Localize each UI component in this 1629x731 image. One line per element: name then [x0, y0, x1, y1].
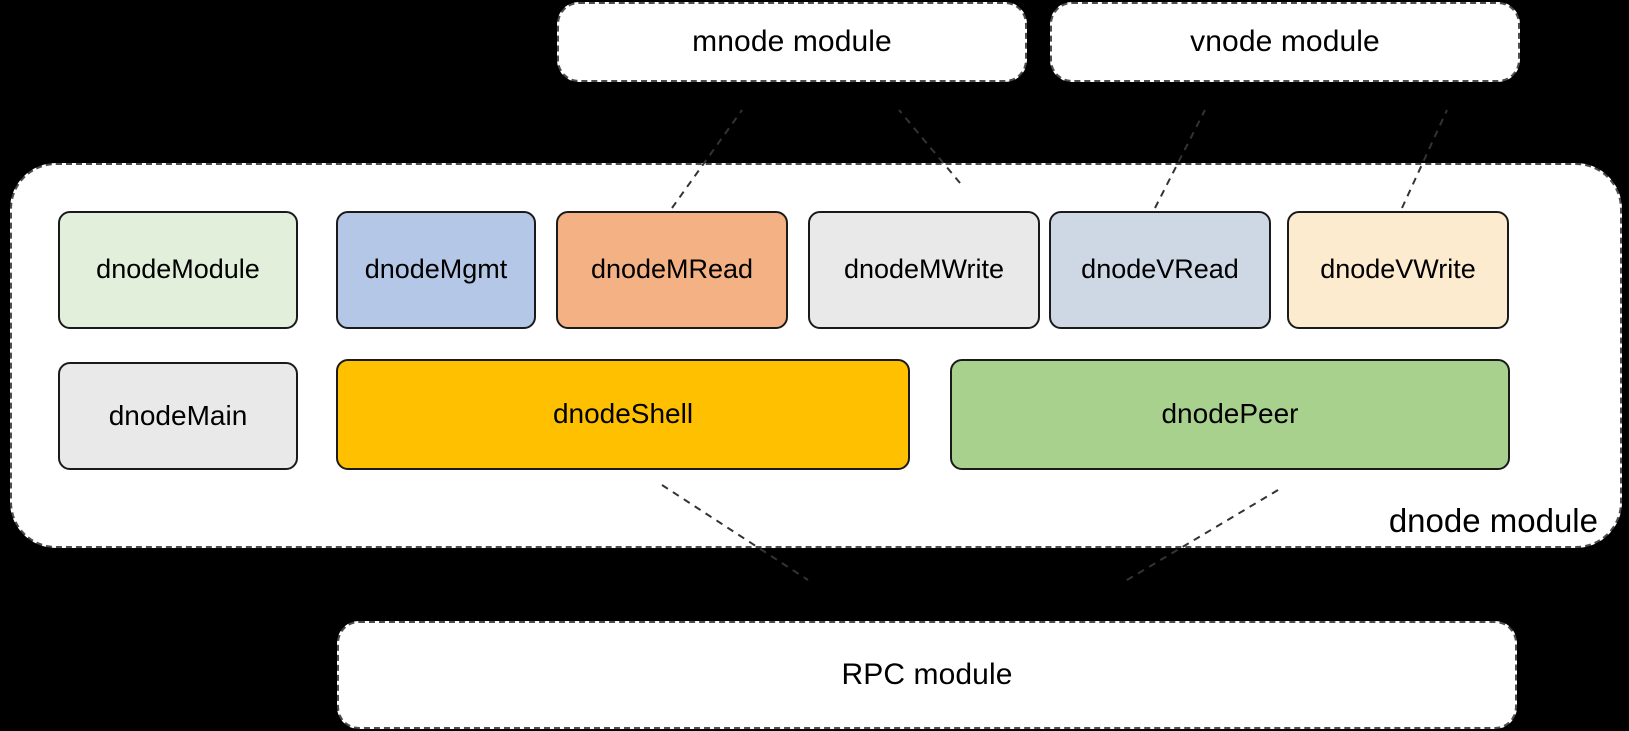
rpc-module-label: RPC module: [841, 658, 1013, 691]
node-box-label: dnodeVRead: [1081, 254, 1239, 285]
node-box-label: dnodeMain: [108, 399, 248, 431]
mnode-module-box: mnode module: [557, 2, 1027, 82]
node-box-label: dnodePeer: [1161, 398, 1299, 430]
vnode-module-box: vnode module: [1050, 2, 1520, 82]
node-box-label: dnodeMgmt: [364, 254, 508, 285]
node-box-label: dnodeMRead: [590, 254, 754, 285]
node-box-dnodevwrite[interactable]: dnodeVWrite: [1287, 211, 1509, 329]
node-box-label: dnodeModule: [96, 254, 260, 285]
node-box-label: dnodeMWrite: [843, 254, 1005, 285]
vnode-module-label: vnode module: [1190, 25, 1380, 58]
mnode-module-label: mnode module: [692, 25, 892, 58]
node-box-dnodeshell[interactable]: dnodeShell: [336, 359, 910, 470]
node-box-dnodevread[interactable]: dnodeVRead: [1049, 211, 1271, 329]
rpc-module-box: RPC module: [337, 621, 1517, 729]
node-box-dnodemain[interactable]: dnodeMain: [58, 362, 298, 470]
node-box-dnodemodule[interactable]: dnodeModule: [58, 211, 298, 329]
node-box-dnodemread[interactable]: dnodeMRead: [556, 211, 788, 329]
node-box-dnodepeer[interactable]: dnodePeer: [950, 359, 1510, 470]
dnode-module-label: dnode module: [1388, 502, 1598, 539]
node-box-label: dnodeVWrite: [1320, 254, 1476, 285]
node-box-label: dnodeShell: [552, 398, 694, 430]
node-box-dnodemwrite[interactable]: dnodeMWrite: [808, 211, 1040, 329]
node-box-dnodemgmt[interactable]: dnodeMgmt: [336, 211, 536, 329]
